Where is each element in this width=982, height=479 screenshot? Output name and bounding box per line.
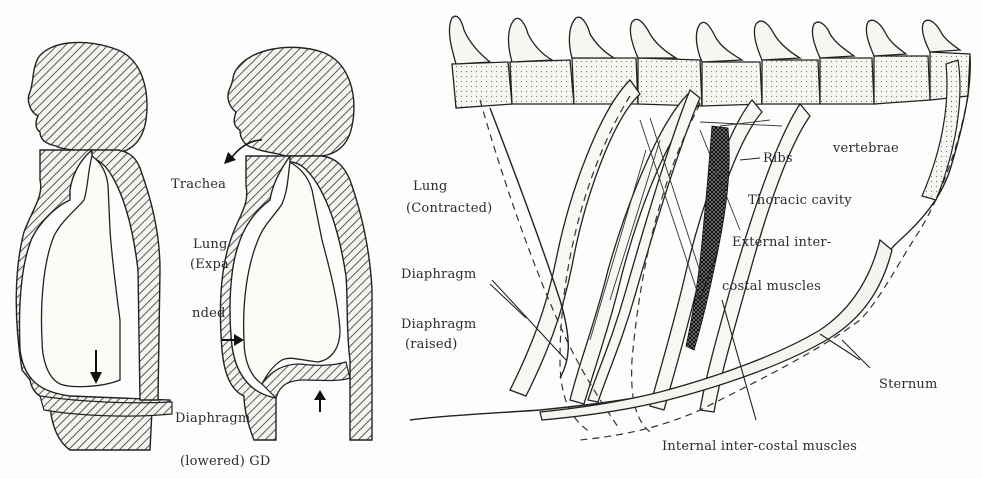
label-lung-expanded-3: nded bbox=[192, 307, 226, 320]
label-lung-expanded-2: (Expa bbox=[190, 258, 229, 271]
left-human-figure bbox=[16, 42, 172, 450]
label-sternum: Sternum bbox=[879, 378, 938, 391]
label-lung-contracted-1: Lung bbox=[413, 180, 448, 193]
label-diaphragm-raised-2: (raised) bbox=[405, 338, 458, 351]
middle-human-figure bbox=[220, 47, 372, 440]
label-diaphragm-left: Diaphragm bbox=[175, 412, 250, 425]
label-vertebrae: vertebrae bbox=[833, 142, 899, 155]
label-diaphragm-raised-1: Diaphragm bbox=[401, 318, 476, 331]
label-lowered: (lowered) GD bbox=[180, 455, 271, 468]
label-lung-contracted-2: (Contracted) bbox=[406, 202, 492, 215]
label-trachea: Trachea bbox=[171, 178, 226, 191]
middle-diaphragm bbox=[262, 362, 350, 398]
left-head bbox=[28, 42, 147, 152]
label-thoracic-cavity: Thoracic cavity bbox=[748, 194, 852, 207]
middle-head bbox=[228, 47, 354, 156]
label-diaphragm-mid: Diaphragm bbox=[401, 268, 476, 281]
label-external-1: External inter- bbox=[732, 236, 831, 249]
label-external-2: costal muscles bbox=[722, 280, 821, 293]
label-ribs: Ribs bbox=[763, 152, 793, 165]
middle-arrow-up-icon bbox=[314, 390, 326, 412]
label-lung-expanded-1: Lung bbox=[193, 238, 228, 251]
label-internal: Internal inter-costal muscles bbox=[662, 440, 857, 453]
